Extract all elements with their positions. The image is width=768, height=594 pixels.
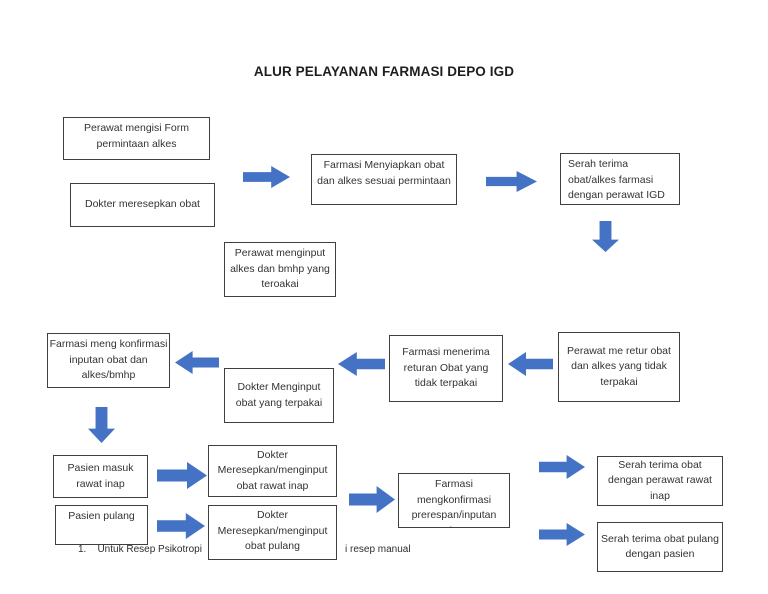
node-serah-terima-igd: Serah terima obat/alkes farmasi dengan p… [560, 153, 680, 205]
node-serah-terima-pulang: Serah terima obat pulang dengan pasien [597, 522, 723, 572]
node-dokter-meresepkan-pulang: Dokter Meresepkan/menginput obat pulang [208, 505, 337, 560]
node-perawat-me-retur: Perawat me retur obat dan alkes yang tid… [558, 332, 680, 402]
arrow-down-icon [88, 407, 115, 443]
arrow-right-icon [539, 455, 585, 479]
node-pasien-masuk-rawat-inap: Pasien masuk rawat inap [53, 455, 148, 498]
node-serah-terima-rawat-inap: Serah terima obat dengan perawat rawat i… [597, 456, 723, 506]
node-perawat-menginput-alkes: Perawat menginput alkes dan bmhp yang te… [224, 242, 336, 297]
arrow-right-icon [539, 523, 585, 546]
arrow-right-icon [243, 166, 290, 188]
node-pasien-pulang: Pasien pulang [55, 505, 148, 545]
arrow-right-icon [157, 513, 205, 539]
arrow-left-icon [175, 351, 219, 374]
page-title: ALUR PELAYANAN FARMASI DEPO IGD [253, 64, 515, 79]
arrow-left-icon [508, 352, 553, 376]
node-farmasi-menerima-returan: Farmasi menerima returan Obat yang tidak… [389, 335, 503, 402]
node-perawat-mengisi-form: Perawat mengisi Form permintaan alkes [63, 117, 210, 160]
footnote-left-fragment: 1. Untuk Resep Psikotropi [78, 544, 202, 555]
arrow-right-icon [486, 171, 537, 192]
node-dokter-menginput-terpakai: Dokter Menginput obat yang terpakai [224, 368, 334, 423]
arrow-down-icon [592, 221, 619, 252]
node-farmasi-menyiapkan: Farmasi Menyiapkan obat dan alkes sesuai… [311, 154, 457, 205]
arrow-right-icon [349, 486, 395, 513]
arrow-right-icon [157, 462, 207, 489]
node-dokter-meresepkan-rawat-inap: Dokter Meresepkan/menginput obat rawat i… [208, 445, 337, 497]
arrow-left-icon [338, 352, 385, 376]
node-dokter-meresepkan-obat: Dokter meresepkan obat [70, 183, 215, 227]
node-farmasi-meng-konfirmasi: Farmasi meng konfirmasi inputan obat dan… [47, 333, 170, 388]
footnote-right-fragment: i resep manual [345, 544, 411, 555]
node-farmasi-prerespan: Farmasi mengkonfirmasi prerespan/inputan… [398, 473, 510, 528]
